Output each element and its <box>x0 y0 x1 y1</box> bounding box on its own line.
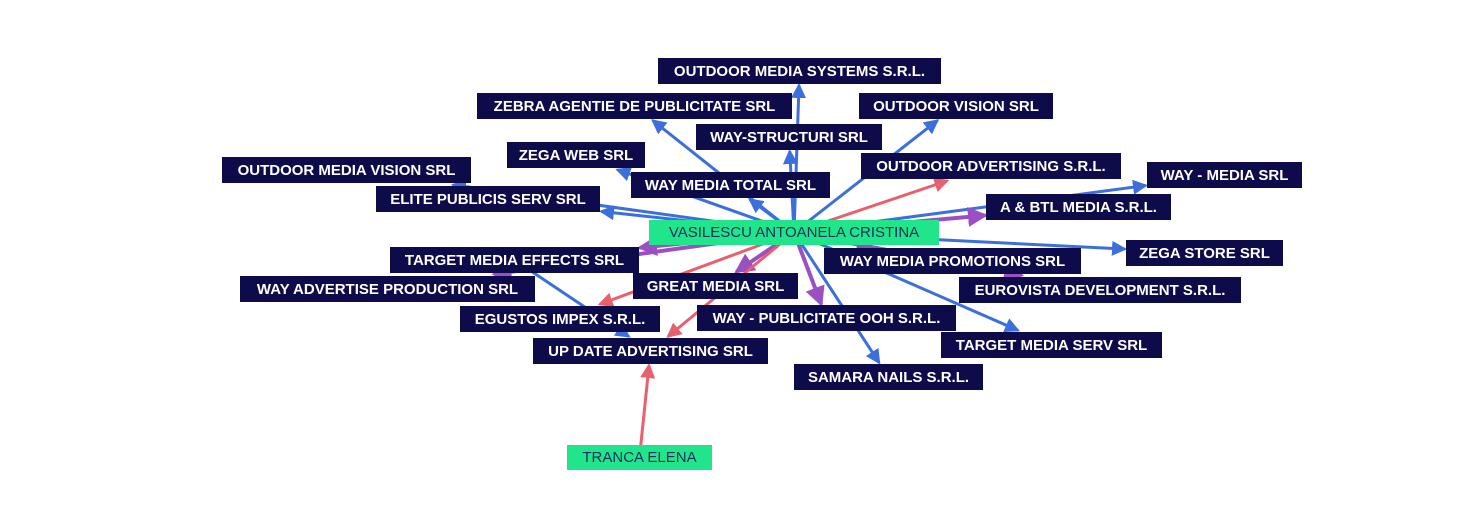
edge-tranca-to-up_date <box>638 363 656 459</box>
person-node-vasilescu[interactable]: VASILESCU ANTOANELA CRISTINA <box>649 220 939 245</box>
company-node-outdoor-advertising[interactable]: OUTDOOR ADVERTISING S.R.L. <box>861 153 1121 179</box>
company-node-eurovista[interactable]: EUROVISTA DEVELOPMENT S.R.L. <box>959 277 1241 303</box>
company-node-egustos[interactable]: EGUSTOS IMPEX S.R.L. <box>460 306 660 332</box>
company-node-outdoor-media-vision[interactable]: OUTDOOR MEDIA VISION SRL <box>222 157 471 183</box>
company-node-zega-store[interactable]: ZEGA STORE SRL <box>1126 240 1283 266</box>
company-node-way-publicitate[interactable]: WAY - PUBLICITATE OOH S.R.L. <box>697 305 956 331</box>
edge-vasilescu-to-samara <box>792 231 881 365</box>
company-node-target-media-effects[interactable]: TARGET MEDIA EFFECTS SRL <box>390 247 639 273</box>
person-node-tranca[interactable]: TRANCA ELENA <box>567 445 712 470</box>
company-node-outdoor-vision[interactable]: OUTDOOR VISION SRL <box>859 93 1053 119</box>
company-node-a-btl[interactable]: A & BTL MEDIA S.R.L. <box>986 194 1171 220</box>
company-node-outdoor-media-systems[interactable]: OUTDOOR MEDIA SYSTEMS S.R.L. <box>658 58 941 84</box>
company-node-samara[interactable]: SAMARA NAILS S.R.L. <box>794 364 983 390</box>
company-node-up-date[interactable]: UP DATE ADVERTISING SRL <box>533 338 768 364</box>
company-node-elite-publicis[interactable]: ELITE PUBLICIS SERV SRL <box>376 186 600 212</box>
company-node-way-advertise[interactable]: WAY ADVERTISE PRODUCTION SRL <box>240 276 535 302</box>
company-node-way-structuri[interactable]: WAY-STRUCTURI SRL <box>696 124 882 150</box>
company-node-target-media-serv[interactable]: TARGET MEDIA SERV SRL <box>941 332 1162 358</box>
company-node-way-media-total[interactable]: WAY MEDIA TOTAL SRL <box>631 172 830 198</box>
company-node-way-media-promotions[interactable]: WAY MEDIA PROMOTIONS SRL <box>824 248 1081 274</box>
company-node-great-media[interactable]: GREAT MEDIA SRL <box>633 273 798 299</box>
company-node-way-media-srl[interactable]: WAY - MEDIA SRL <box>1147 162 1302 188</box>
company-node-zebra[interactable]: ZEBRA AGENTIE DE PUBLICITATE SRL <box>477 93 792 119</box>
company-node-zega-web[interactable]: ZEGA WEB SRL <box>507 142 645 168</box>
edge-vasilescu-to-outdoor_media_systems <box>791 83 807 234</box>
